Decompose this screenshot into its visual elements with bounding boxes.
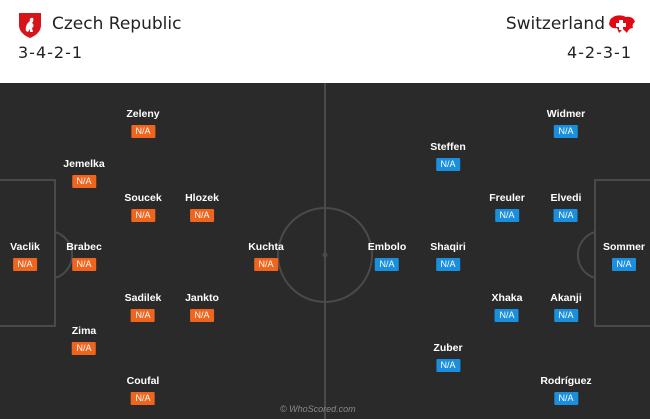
player-name: Coufal [126, 375, 160, 387]
player-rating: N/A [13, 258, 37, 271]
player-name: Brabec [66, 241, 102, 253]
player-rating: N/A [553, 309, 578, 322]
player-rating: N/A [554, 392, 578, 405]
czech-lion-crest-icon [19, 13, 41, 38]
player-away-freuler[interactable]: Freuler N/A [489, 191, 525, 223]
player-rating: N/A [553, 125, 578, 138]
player-away-steffen[interactable]: Steffen N/A [430, 140, 466, 172]
player-rating: N/A [254, 258, 278, 271]
player-home-soucek[interactable]: Soucek N/A [124, 191, 162, 223]
player-away-rodriguez[interactable]: Rodríguez N/A [540, 374, 592, 406]
player-away-xhaka[interactable]: Xhaka N/A [491, 291, 523, 323]
player-rating: N/A [495, 309, 519, 322]
player-away-zuber[interactable]: Zuber N/A [433, 341, 463, 373]
player-name: Zima [71, 325, 97, 337]
player-name: Elvedi [550, 192, 582, 204]
player-name: Freuler [489, 192, 525, 204]
player-rating: N/A [435, 359, 460, 372]
player-rating: N/A [190, 309, 214, 322]
player-rating: N/A [554, 209, 578, 222]
player-rating: N/A [436, 258, 460, 271]
player-rating: N/A [611, 258, 636, 271]
player-rating: N/A [71, 175, 96, 188]
player-rating: N/A [190, 209, 214, 222]
player-home-vaclik[interactable]: Vaclik N/A [10, 240, 40, 272]
player-home-zima[interactable]: Zima N/A [71, 324, 97, 356]
away-formation: 4-2-3-1 [566, 43, 632, 62]
player-rating: N/A [494, 209, 519, 222]
player-rating: N/A [130, 392, 155, 405]
player-rating: N/A [131, 309, 155, 322]
player-name: Widmer [546, 108, 586, 120]
player-name: Sadilek [124, 292, 162, 304]
player-rating: N/A [130, 209, 155, 222]
player-away-elvedi[interactable]: Elvedi N/A [550, 191, 582, 223]
player-name: Vaclik [10, 241, 40, 253]
home-formation: 3-4-2-1 [18, 43, 84, 62]
match-header: Czech Republic 3-4-2-1 Switzerland 4-2-3… [0, 0, 650, 83]
watermark: © WhoScored.com [280, 404, 356, 414]
player-name: Zuber [433, 342, 463, 354]
swiss-crest-icon [609, 15, 635, 33]
player-home-jemelka[interactable]: Jemelka N/A [63, 157, 105, 189]
player-home-coufal[interactable]: Coufal N/A [126, 374, 160, 406]
player-rating: N/A [436, 158, 460, 171]
player-rating: N/A [130, 125, 155, 138]
player-name: Jankto [185, 292, 219, 304]
player-home-brabec[interactable]: Brabec N/A [66, 240, 102, 272]
player-rating: N/A [71, 342, 96, 355]
player-name: Sommer [602, 241, 646, 253]
player-name: Jemelka [63, 158, 105, 170]
player-home-kuchta[interactable]: Kuchta N/A [248, 240, 284, 272]
player-name: Akanji [550, 292, 582, 304]
player-away-shaqiri[interactable]: Shaqiri N/A [430, 240, 466, 272]
player-name: Kuchta [248, 241, 284, 253]
player-name: Hlozek [185, 192, 219, 204]
player-away-widmer[interactable]: Widmer N/A [547, 107, 585, 139]
player-name: Soucek [124, 192, 162, 204]
player-rating: N/A [71, 258, 96, 271]
player-rating: N/A [375, 258, 399, 271]
pitch: Vaclik N/A Jemelka N/A Brabec N/A Zima N… [0, 83, 650, 419]
player-name: Embolo [367, 241, 407, 253]
home-team-name: Czech Republic [52, 14, 182, 34]
player-home-zeleny[interactable]: Zeleny N/A [126, 107, 160, 139]
player-away-embolo[interactable]: Embolo N/A [367, 240, 407, 272]
player-home-hlozek[interactable]: Hlozek N/A [185, 191, 219, 223]
player-away-sommer[interactable]: Sommer N/A [603, 240, 645, 272]
player-name: Xhaka [491, 292, 523, 304]
player-name: Shaqiri [430, 241, 466, 253]
player-away-akanji[interactable]: Akanji N/A [550, 291, 582, 323]
player-name: Steffen [430, 141, 466, 153]
player-name: Zeleny [126, 108, 160, 120]
pitch-markings [0, 83, 650, 419]
away-team-name: Switzerland [505, 14, 605, 34]
player-name: Rodríguez [540, 375, 592, 387]
player-home-sadilek[interactable]: Sadilek N/A [124, 291, 162, 323]
player-home-jankto[interactable]: Jankto N/A [185, 291, 219, 323]
